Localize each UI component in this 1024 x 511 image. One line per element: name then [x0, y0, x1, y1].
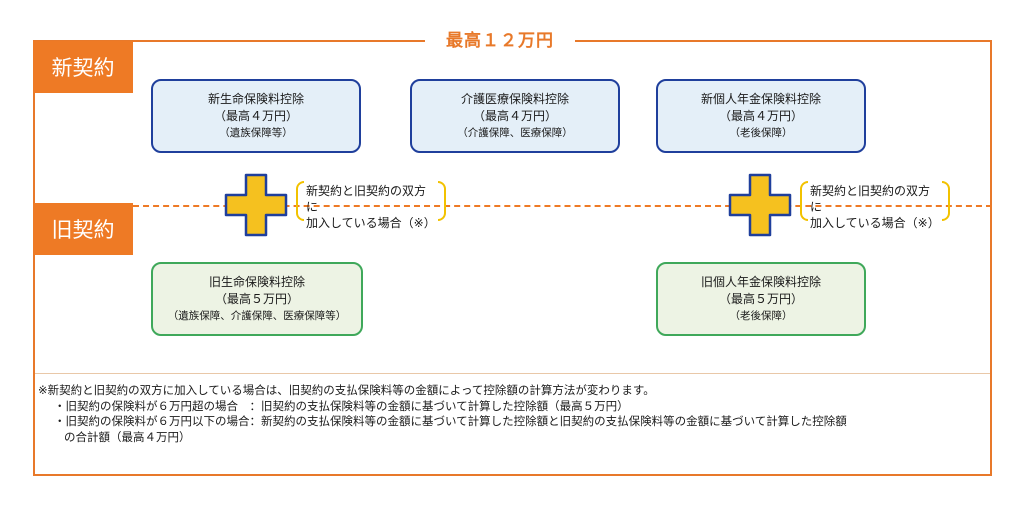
- note-line-1: 新契約と旧契約の双方に: [810, 184, 931, 214]
- card-sub: （老後保障）: [729, 309, 793, 322]
- card-title: 旧個人年金保険料控除: [700, 274, 821, 289]
- new-contract-label: 新契約: [33, 41, 133, 93]
- note-line-1: 新契約と旧契約の双方に: [306, 184, 427, 214]
- new-pension-insurance-card: 新個人年金保険料控除 （最高４万円） （老後保障）: [656, 79, 866, 153]
- right-brace: [942, 181, 950, 221]
- card-title: 新個人年金保険料控除: [700, 91, 821, 106]
- plus-icon: [224, 173, 288, 237]
- card-sub: （遺族保障、介護保障、医療保障等）: [167, 309, 347, 322]
- card-title: 新生命保険料控除: [207, 91, 304, 106]
- note-intro: ※新契約と旧契約の双方に加入している場合は、旧契約の支払保険料等の金額によって控…: [38, 383, 655, 397]
- note-case-2: ・旧契約の保険料が６万円以下の場合：新契約の支払保険料等の金額に基づいて計算した…: [54, 414, 847, 428]
- contract-divider: [133, 205, 992, 207]
- both-contracts-note: 新契約と旧契約の双方に 加入している場合（※）: [800, 181, 950, 230]
- card-max: （最高４万円）: [213, 108, 298, 123]
- card-title: 介護医療保険料控除: [460, 91, 569, 106]
- card-sub: （老後保障）: [729, 126, 793, 139]
- plus-icon: [728, 173, 792, 237]
- card-max: （最高４万円）: [472, 108, 557, 123]
- card-sub: （介護保障、医療保障）: [457, 126, 573, 139]
- left-brace: [296, 181, 304, 221]
- both-contracts-note: 新契約と旧契約の双方に 加入している場合（※）: [296, 181, 446, 230]
- old-pension-insurance-card: 旧個人年金保険料控除 （最高５万円） （老後保障）: [656, 262, 866, 336]
- notes-divider: [35, 373, 990, 374]
- card-title: 旧生命保険料控除: [208, 274, 305, 289]
- note-line-2: 加入している場合（※）: [810, 216, 940, 230]
- max-total-title: 最高１２万円: [425, 28, 575, 54]
- new-life-insurance-card: 新生命保険料控除 （最高４万円） （遺族保障等）: [151, 79, 361, 153]
- note-case-2-continued: の合計額（最高４万円）: [64, 429, 191, 444]
- footnotes: ※新契約と旧契約の双方に加入している場合は、旧契約の支払保険料等の金額によって控…: [38, 383, 988, 445]
- card-max: （最高５万円）: [214, 291, 299, 306]
- old-contract-label: 旧契約: [33, 203, 133, 255]
- left-brace: [800, 181, 808, 221]
- card-max: （最高５万円）: [718, 291, 803, 306]
- old-life-insurance-card: 旧生命保険料控除 （最高５万円） （遺族保障、介護保障、医療保障等）: [151, 262, 363, 336]
- note-line-2: 加入している場合（※）: [306, 216, 436, 230]
- care-medical-insurance-card: 介護医療保険料控除 （最高４万円） （介護保障、医療保障）: [410, 79, 620, 153]
- note-case-1: ・旧契約の保険料が６万円超の場合 ：旧契約の支払保険料等の金額に基づいて計算した…: [54, 398, 629, 413]
- card-sub: （遺族保障等）: [219, 126, 293, 139]
- card-max: （最高４万円）: [718, 108, 803, 123]
- right-brace: [438, 181, 446, 221]
